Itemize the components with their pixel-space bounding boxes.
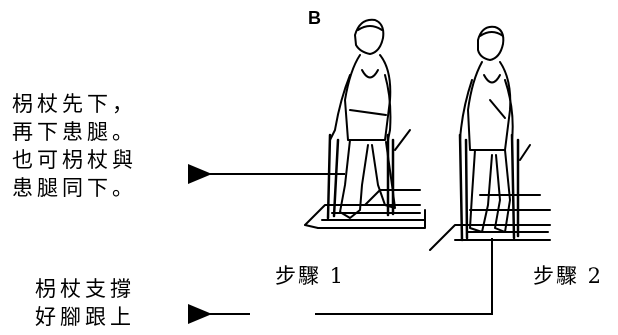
instruction-line-2: 再下患腿。 — [12, 120, 137, 144]
instruction-line-4: 患腿同下。 — [12, 176, 137, 200]
instruction-line-3: 也可枴杖與 — [12, 148, 137, 172]
stairs-2 — [429, 224, 551, 251]
instruction-line-6: 好腳跟上 — [35, 305, 135, 329]
head-2 — [477, 25, 505, 61]
figure-step-1 — [304, 18, 426, 229]
arrow-bottom-gap — [250, 311, 315, 317]
step-1-label: 步驟 1 — [275, 264, 346, 288]
arrow-bottom — [188, 238, 493, 324]
instruction-line-5: 枴杖支撐 — [35, 277, 135, 301]
instruction-line-1: 枴杖先下， — [12, 92, 137, 116]
panel-label: B — [308, 8, 321, 28]
head-1 — [354, 18, 385, 55]
figure-step-2 — [429, 25, 551, 251]
step-2-label: 步驟 2 — [533, 264, 604, 288]
stairs-1 — [304, 204, 421, 226]
